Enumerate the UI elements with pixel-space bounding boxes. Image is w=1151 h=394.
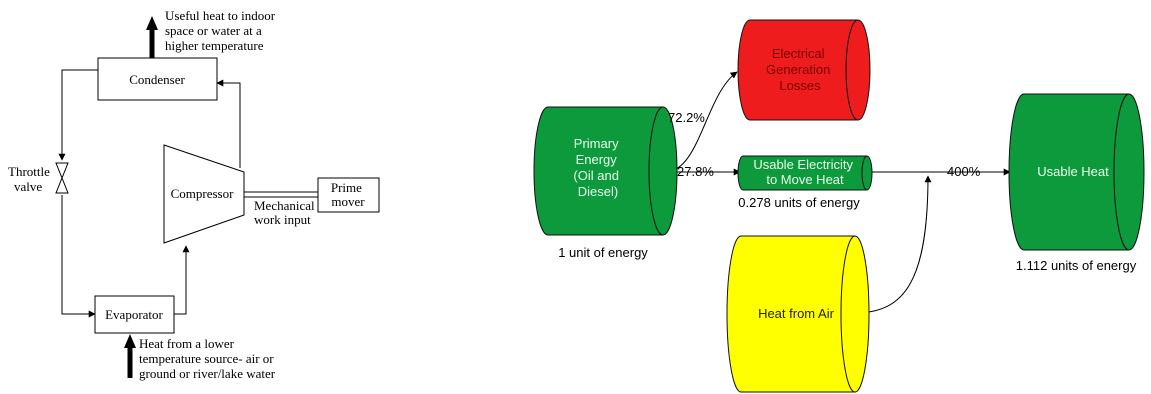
output-percent: 400% [947, 164, 981, 179]
air-heat-flow-arrow [854, 175, 932, 314]
usable-electricity-rim [861, 155, 868, 191]
useful-heat-arrow-head [146, 16, 158, 30]
usable-heat-label: Usable Heat [1037, 164, 1109, 179]
usable-percent: 27.8% [677, 164, 714, 179]
primary-energy-label: Primary Energy (Oil and Diesel) [573, 136, 622, 199]
losses-cylinder: Electrical Generation Losses [737, 19, 871, 121]
primary-energy-caption: 1 unit of energy [558, 245, 648, 260]
valve-to-evaporator-line [61, 195, 96, 318]
condenser-to-valve-line [58, 69, 98, 161]
throttle-valve-bottom [55, 176, 69, 194]
primary-energy-rim [648, 106, 664, 236]
throttle-valve-label: Throttle valve [8, 164, 53, 194]
primary-energy-cylinder: Primary Energy (Oil and Diesel) [533, 106, 678, 236]
evaporator-label: Evaporator [105, 307, 163, 322]
compressor-label: Compressor [171, 186, 235, 201]
heat-from-air-label: Heat from Air [758, 306, 835, 321]
usable-heat-cylinder: Usable Heat [1008, 93, 1145, 251]
condenser-label: Condenser [129, 72, 185, 87]
usable-electricity-cylinder: Usable Electricity to Move Heat [737, 155, 873, 191]
compressor-to-condenser-line [216, 79, 241, 168]
losses-label: Electrical Generation Losses [766, 46, 834, 93]
prime-mover-box [317, 177, 380, 213]
heat-source-label: Heat from a lower temperature source- ai… [139, 336, 277, 381]
mechanical-work-label: Mechanical work input [254, 198, 318, 227]
condenser-box [97, 57, 218, 101]
compressor-shape [163, 144, 245, 244]
losses-rim [845, 19, 859, 121]
usable-heat-rim [1113, 93, 1130, 251]
evaporator-to-compressor-line [174, 245, 190, 315]
heat-pump-cycle: Throttle valve Condenser Useful heat to … [8, 8, 380, 381]
usable-electricity-caption: 0.278 units of energy [738, 195, 860, 210]
usable-electricity-label: Usable Electricity to Move Heat [753, 157, 856, 187]
heat-from-air-rim [840, 235, 856, 393]
prime-mover-label: Prime mover [331, 180, 365, 209]
heat-from-air-cylinder: Heat from Air [726, 235, 870, 393]
losses-percent: 72.2% [668, 110, 705, 125]
throttle-valve-top [55, 162, 69, 180]
heat-source-arrow-head [124, 334, 136, 348]
energy-flow-diagram: Primary Energy (Oil and Diesel) 1 unit o… [533, 19, 1145, 393]
evaporator-box [94, 295, 175, 334]
useful-heat-label: Useful heat to indoor space or water at … [165, 8, 278, 53]
usable-heat-caption: 1.112 units of energy [1016, 258, 1137, 273]
